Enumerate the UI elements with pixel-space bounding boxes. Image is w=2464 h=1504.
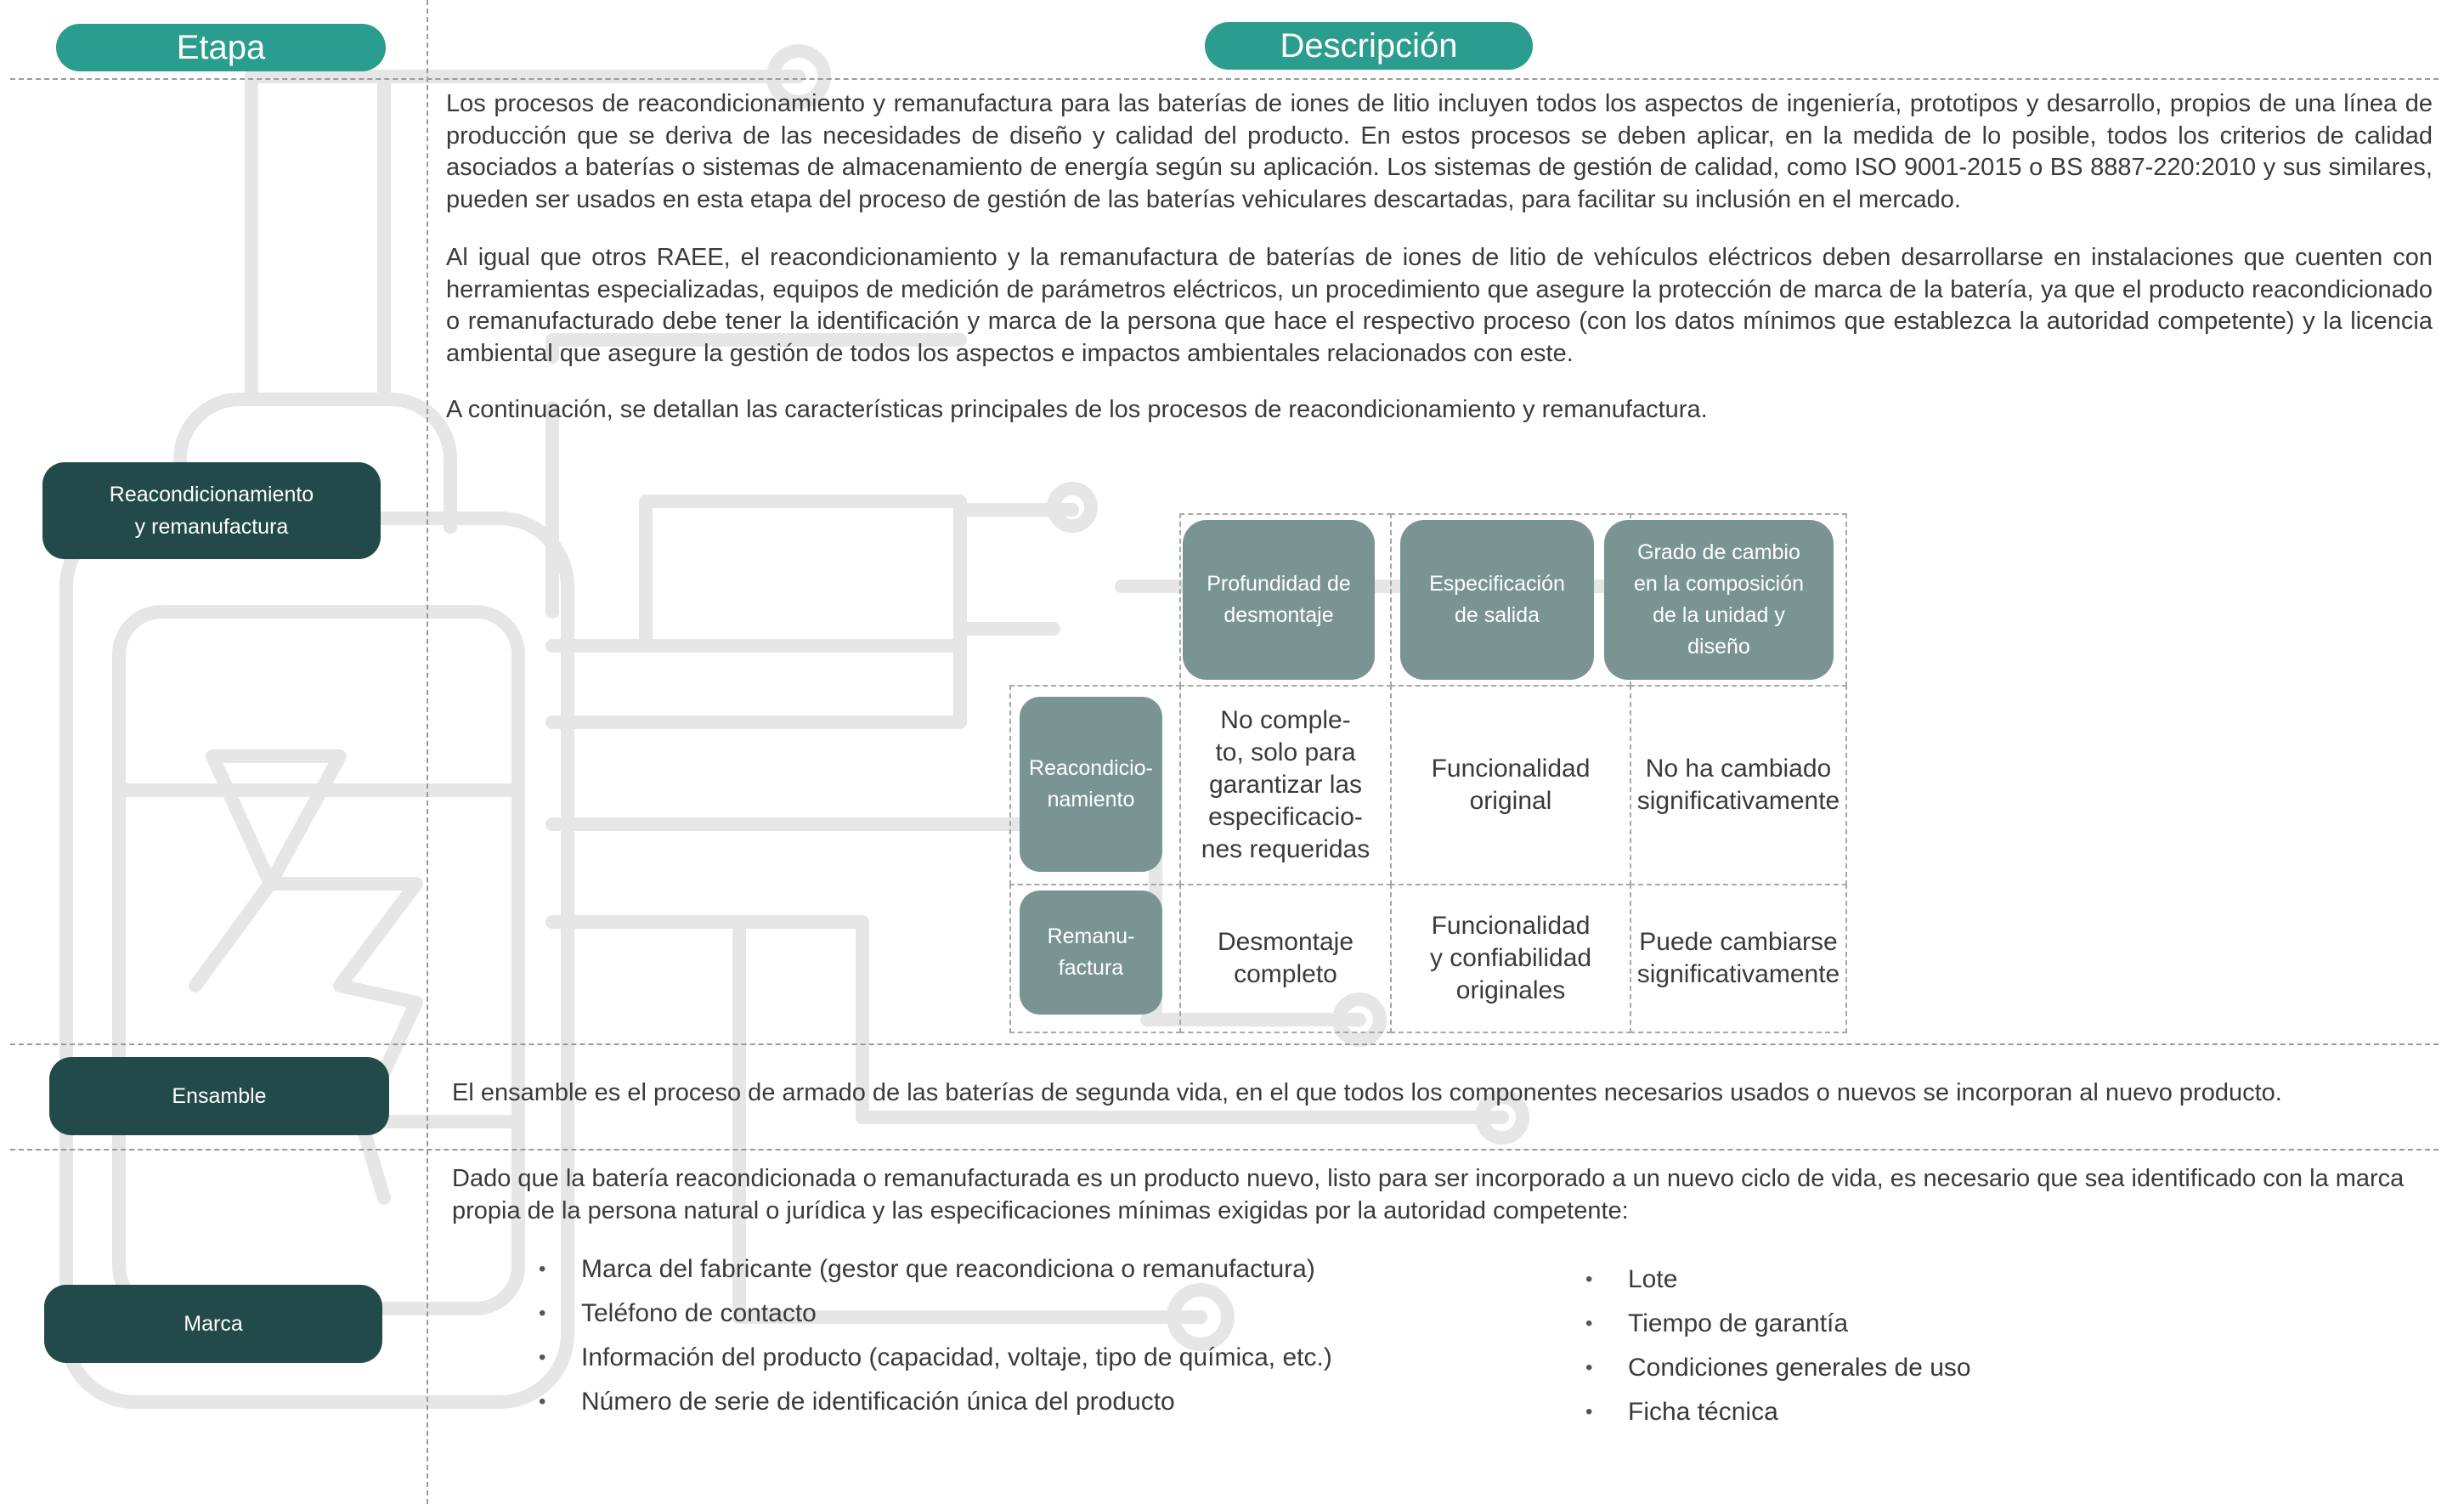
list-item: Número de serie de identificación única …	[539, 1380, 1558, 1424]
table-row-header-reconditioning: Reacondicio- namiento	[1020, 697, 1162, 872]
comparison-table: Profundidad de desmontaje Especificación…	[1009, 513, 1847, 1033]
header-divider	[10, 78, 2439, 80]
table-cell: No ha cambiado significativamente	[1636, 755, 1840, 815]
list-item: Teléfono de contacto	[539, 1292, 1558, 1336]
assembly-paragraph: El ensamble es el proceso de armado de l…	[452, 1079, 2282, 1106]
table-header-output-spec: Especificación de salida	[1400, 520, 1594, 680]
table-cell: Funcionalidad y confiabilidad originales	[1429, 912, 1592, 1004]
section-divider-1	[10, 1043, 2439, 1045]
description-column-header: Descripción	[1205, 22, 1533, 70]
stage-reconditioning-label: Reacondicionamiento y remanufactura	[42, 462, 381, 559]
brand-spec-list-right: Lote Tiempo de garantía Condiciones gene…	[1585, 1258, 2180, 1434]
list-item: Ficha técnica	[1585, 1390, 2180, 1434]
table-cell: Puede cambiarse significativamente	[1636, 928, 1840, 988]
list-item: Información del producto (capacidad, vol…	[539, 1336, 1558, 1380]
brand-spec-list-left: Marca del fabricante (gestor que reacond…	[539, 1247, 1558, 1424]
section-divider-2	[10, 1149, 2439, 1151]
stage-brand-label: Marca	[44, 1285, 382, 1363]
table-header-change-degree: Grado de cambio en la composición de la …	[1604, 520, 1834, 680]
table-cell: No comple- to, solo para garantizar las …	[1201, 706, 1370, 863]
table-header-disassembly-depth: Profundidad de desmontaje	[1183, 520, 1375, 680]
column-divider	[427, 0, 428, 1504]
stage-assembly-label: Ensamble	[49, 1057, 389, 1135]
reconditioning-paragraph-2: Al igual que otros RAEE, el reacondicion…	[446, 244, 2433, 367]
table-row-header-remanufacture: Remanu- factura	[1020, 891, 1162, 1015]
brand-paragraph: Dado que la batería reacondicionada o re…	[452, 1165, 2405, 1224]
reconditioning-paragraph-1: Los procesos de reacondicionamiento y re…	[446, 90, 2433, 213]
table-cell: Funcionalidad original	[1431, 755, 1591, 815]
stage-column-header: Etapa	[56, 24, 386, 71]
reconditioning-paragraph-3: A continuación, se detallan las caracter…	[446, 396, 1708, 423]
table-cell: Desmontaje completo	[1217, 928, 1354, 988]
list-item: Tiempo de garantía	[1585, 1302, 2180, 1346]
list-item: Marca del fabricante (gestor que reacond…	[539, 1247, 1558, 1292]
list-item: Condiciones generales de uso	[1585, 1346, 2180, 1390]
list-item: Lote	[1585, 1258, 2180, 1302]
